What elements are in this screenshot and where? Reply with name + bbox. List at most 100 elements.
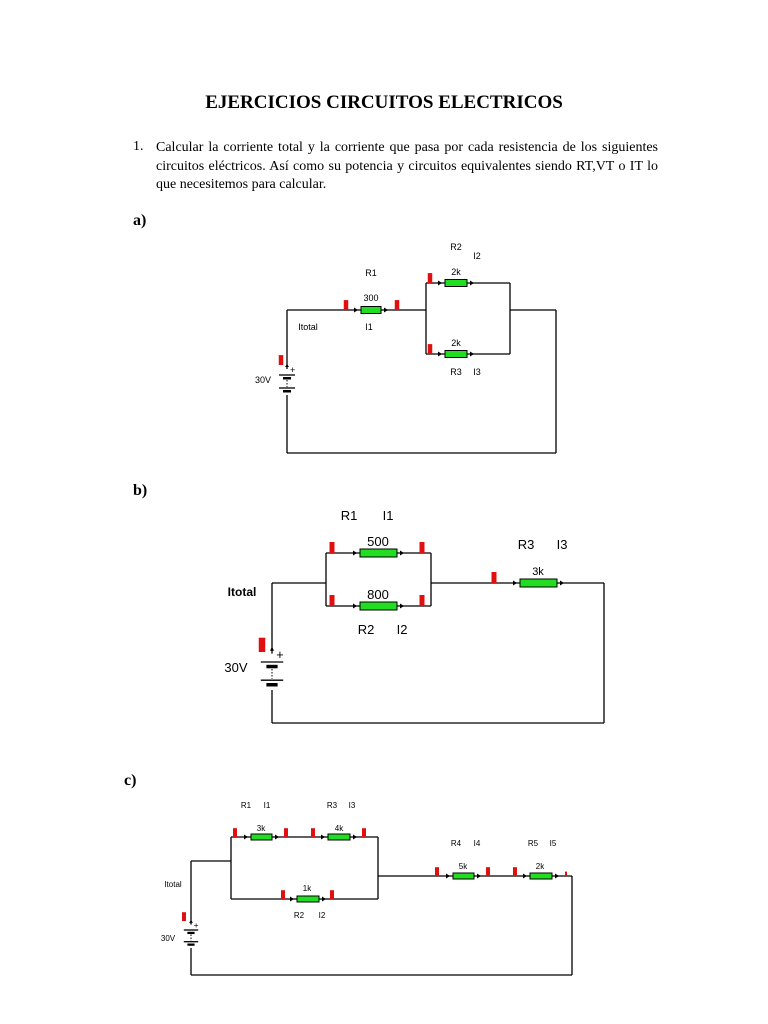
- i2-label: I2: [473, 251, 481, 261]
- arrow-icon: [470, 280, 474, 286]
- arrow-icon: [513, 580, 517, 586]
- arrow-icon: [400, 550, 404, 556]
- current-probe-marker: [343, 300, 349, 310]
- resistor: [519, 578, 558, 588]
- r1-label: R1: [241, 801, 252, 810]
- battery-plate: [266, 664, 278, 669]
- r2-value: 2k: [451, 267, 461, 277]
- current-probe-marker: [233, 828, 237, 837]
- resistor: [444, 279, 468, 287]
- itotal-label: Itotal: [228, 585, 257, 599]
- i3-label: I3: [349, 801, 356, 810]
- arrow-icon: [400, 603, 404, 609]
- r1-value: 300: [363, 293, 378, 303]
- arrow-icon: [354, 307, 358, 313]
- i3-label: I3: [557, 537, 568, 552]
- resistor: [452, 872, 475, 880]
- exercise-number: 1.: [133, 139, 144, 154]
- arrow-icon: [353, 603, 357, 609]
- current-probe-marker: [427, 344, 433, 354]
- arrow-icon: [470, 351, 474, 357]
- arrow-icon: [353, 834, 357, 840]
- resistor: [296, 895, 320, 903]
- i2-label: I2: [319, 911, 326, 920]
- r3-value: 2k: [451, 338, 461, 348]
- i1-label: I1: [383, 508, 394, 523]
- r5-value: 2k: [536, 862, 545, 871]
- current-probe-marker: [394, 300, 400, 310]
- arrow-icon: [477, 873, 481, 879]
- current-probe-marker: [330, 890, 334, 899]
- resistor: [444, 350, 468, 358]
- r2-label: R2: [294, 911, 305, 920]
- section-c-label: c): [124, 772, 137, 789]
- resistor: [359, 548, 398, 558]
- arrow-icon: [322, 896, 326, 902]
- i3-label: I3: [473, 367, 481, 377]
- plus-sign: +: [290, 365, 295, 375]
- resistor: [529, 872, 553, 880]
- plus-sign: +: [276, 648, 283, 662]
- battery-plate: [283, 390, 291, 393]
- current-probe-marker: [427, 273, 433, 283]
- battery-plate: [266, 683, 278, 687]
- current-probe-marker: [565, 871, 567, 876]
- i4-label: I4: [474, 839, 481, 848]
- current-probe-marker: [329, 542, 335, 553]
- current-probe-marker: [278, 355, 284, 365]
- battery-plate: [283, 377, 291, 380]
- r2-value: 1k: [303, 884, 312, 893]
- resistor: [250, 833, 273, 841]
- arrow-icon: [244, 834, 248, 840]
- exercise-text: Calcular la corriente total y la corrien…: [156, 140, 658, 192]
- r3-label: R3: [518, 537, 535, 552]
- source-voltage: 30V: [224, 660, 247, 675]
- r2-label: R2: [358, 622, 375, 637]
- r3-label: R3: [327, 801, 338, 810]
- i2-label: I2: [397, 622, 408, 637]
- current-probe-marker: [281, 890, 285, 899]
- arrow-icon: [353, 550, 357, 556]
- arrow-icon: [438, 351, 442, 357]
- section-b-label: b): [133, 482, 148, 499]
- current-probe-marker: [258, 637, 266, 652]
- arrow-icon: [523, 873, 527, 879]
- r3-label: R3: [450, 367, 462, 377]
- current-probe-marker: [491, 572, 497, 583]
- arrow-icon: [438, 280, 442, 286]
- r1-label: R1: [365, 268, 377, 278]
- itotal-label: Itotal: [164, 880, 182, 889]
- i5-label: I5: [550, 839, 557, 848]
- current-probe-marker: [284, 828, 288, 837]
- i1-label: I1: [264, 801, 271, 810]
- arrow-icon: [555, 873, 559, 879]
- current-probe-marker: [329, 595, 335, 606]
- current-probe-marker: [419, 542, 425, 553]
- current-probe-marker: [362, 828, 366, 837]
- arrow-icon: [189, 920, 193, 923]
- i1-label: I1: [365, 322, 373, 332]
- r4-value: 5k: [459, 862, 468, 871]
- r1-label: R1: [341, 508, 358, 523]
- current-probe-marker: [435, 867, 439, 876]
- arrow-icon: [275, 834, 279, 840]
- arrow-icon: [321, 834, 325, 840]
- source-voltage: 30V: [161, 934, 176, 943]
- resistor: [359, 601, 398, 611]
- source-voltage: 30V: [255, 375, 271, 385]
- page-title: EJERCICIOS CIRCUITOS ELECTRICOS: [205, 92, 563, 113]
- current-probe-marker: [182, 912, 186, 921]
- battery-plate: [187, 943, 195, 946]
- current-probe-marker: [486, 867, 490, 876]
- arrow-icon: [384, 307, 388, 313]
- r3-value: 4k: [335, 824, 344, 833]
- current-probe-marker: [311, 828, 315, 837]
- resistor: [327, 833, 351, 841]
- arrow-icon: [285, 364, 289, 367]
- arrow-icon: [560, 580, 564, 586]
- plus-sign: +: [194, 921, 199, 930]
- current-probe-marker: [419, 595, 425, 606]
- battery-plate: [187, 931, 195, 935]
- r2-label: R2: [450, 242, 462, 252]
